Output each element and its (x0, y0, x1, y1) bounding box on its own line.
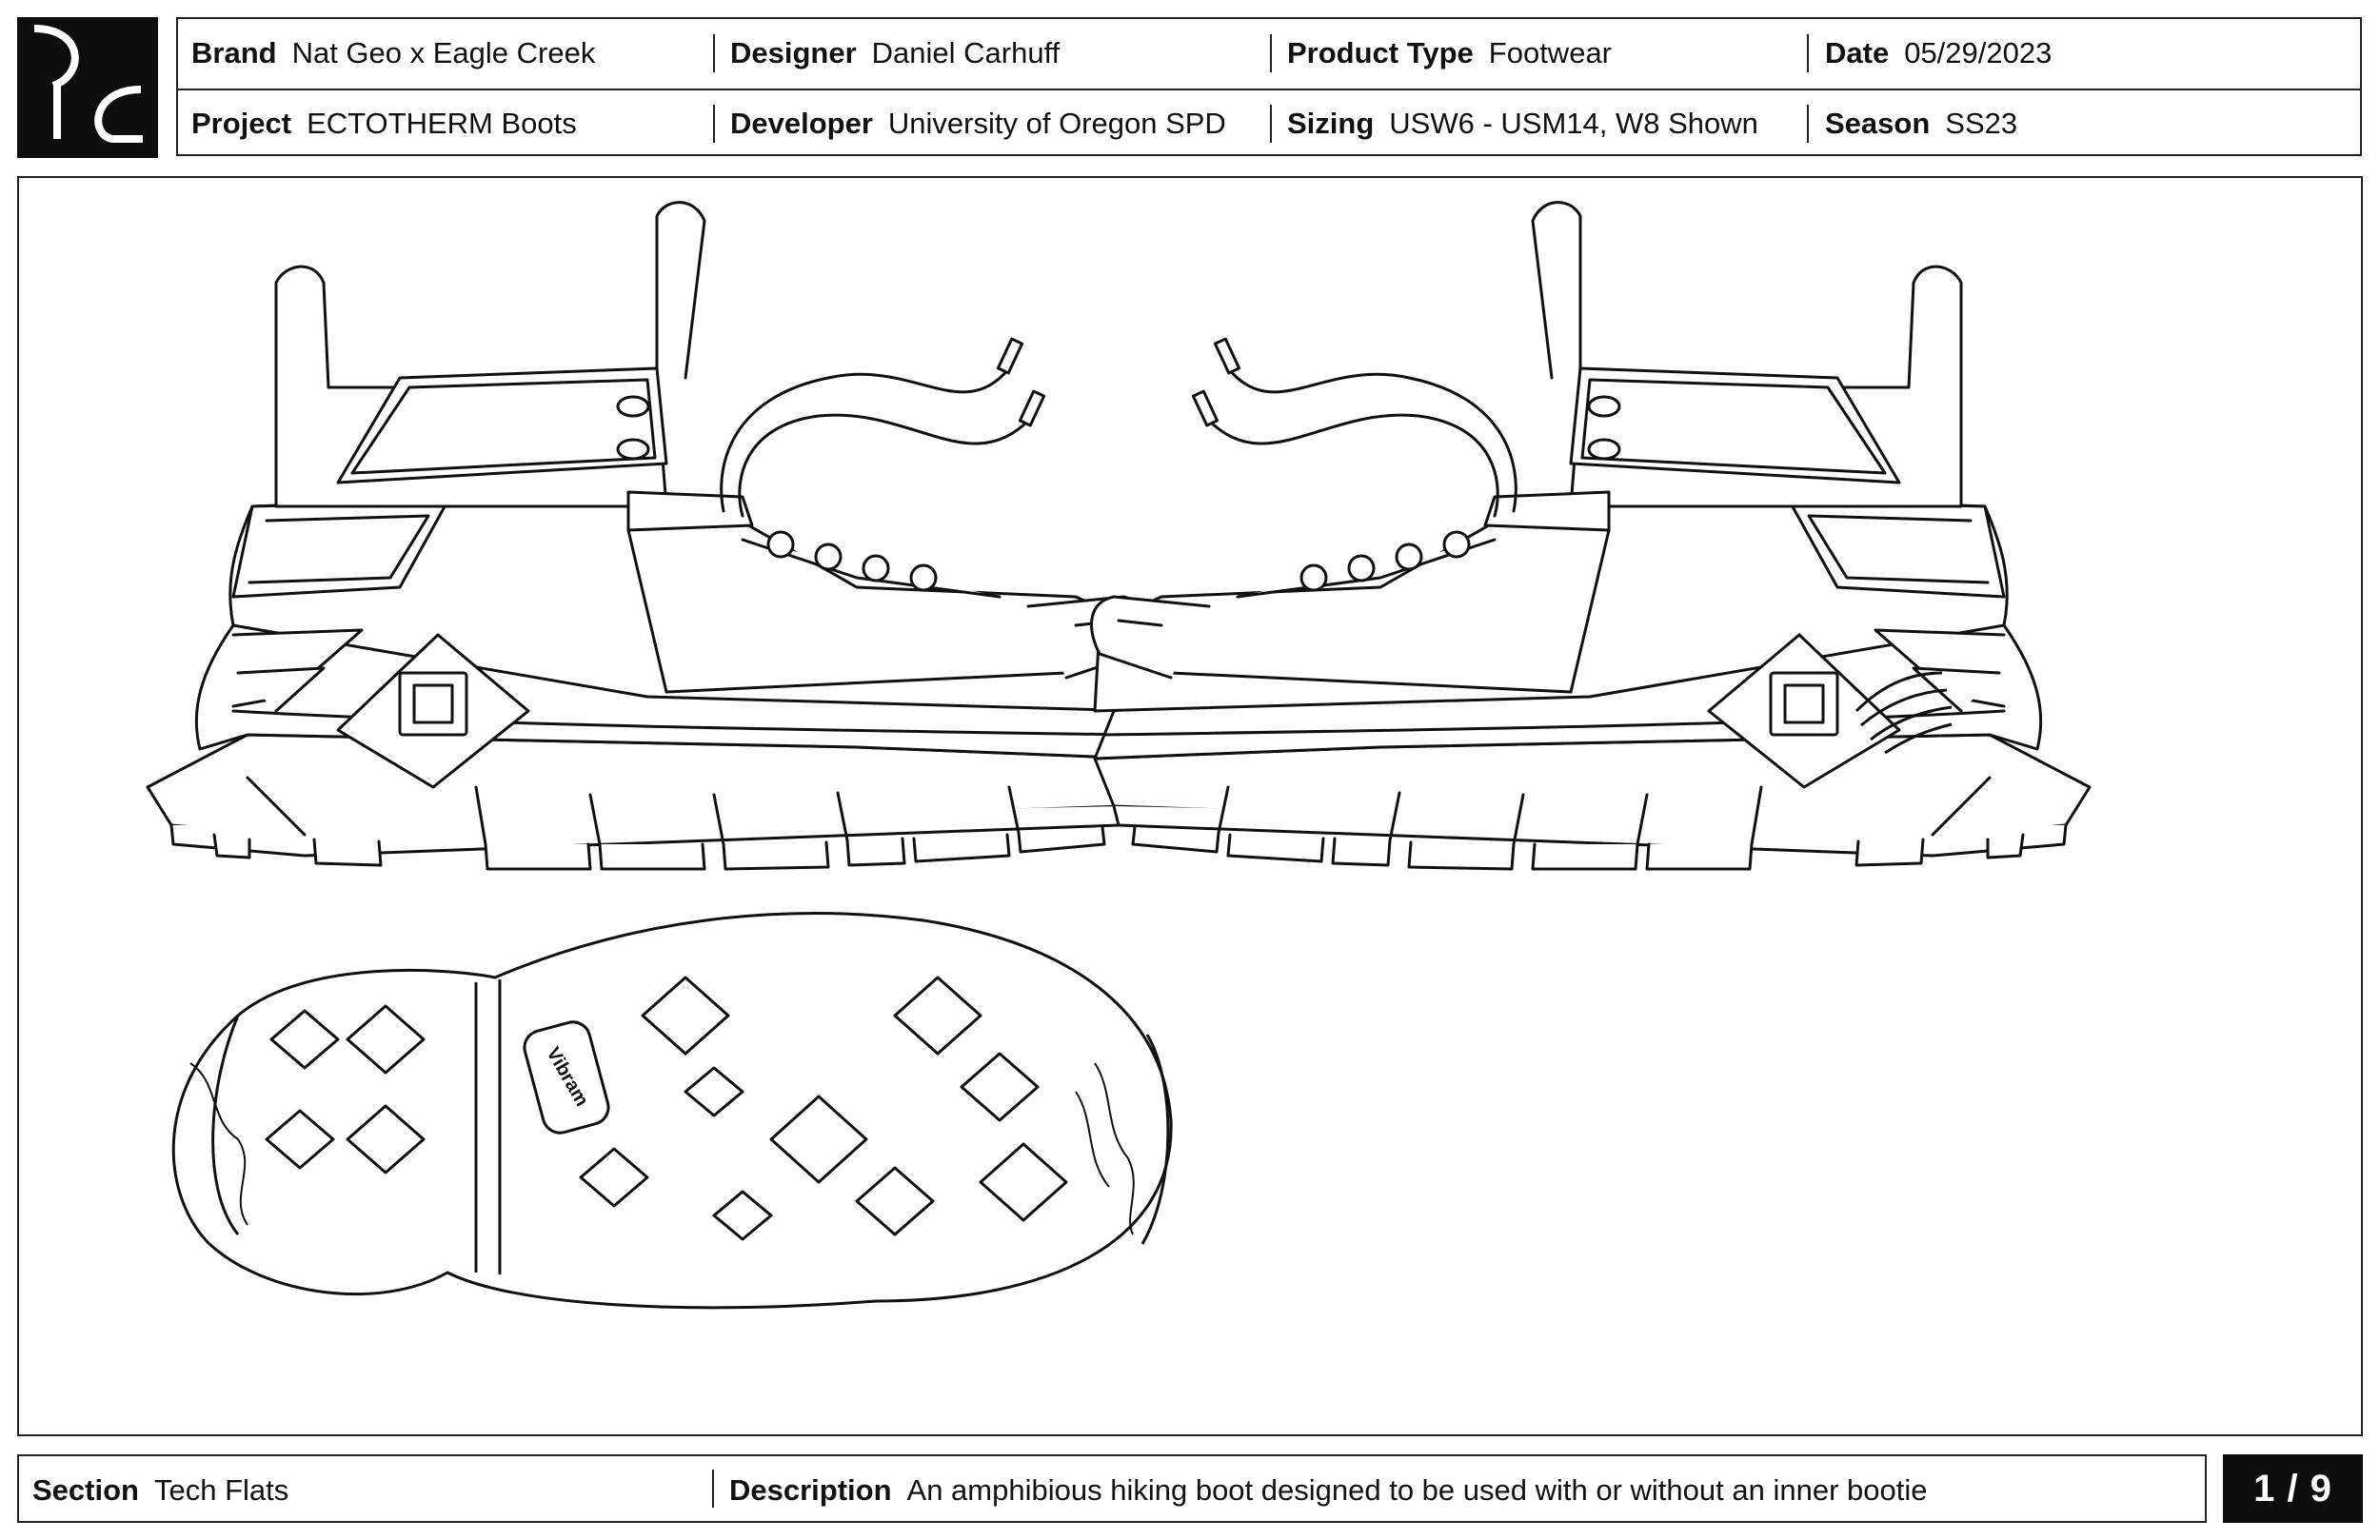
boot-medial-view (1090, 201, 2092, 871)
product-type-value: Footwear (1488, 36, 1613, 69)
section-label: Section (32, 1473, 139, 1507)
description-field: Description An amphibious hiking boot de… (729, 1456, 1927, 1525)
section-value: Tech Flats (153, 1473, 289, 1507)
description-value: An amphibious hiking boot designed to be… (906, 1473, 1928, 1507)
eagle-creek-emblem-icon (1854, 671, 1953, 755)
sizing-field: Sizing USW6 - USM14, W8 Shown (1287, 89, 1758, 158)
season-field: Season SS23 (1825, 89, 2017, 158)
date-value: 05/29/2023 (1904, 36, 2053, 69)
date-label: Date (1825, 36, 1890, 69)
header-separator (1270, 105, 1272, 143)
sizing-label: Sizing (1287, 107, 1375, 140)
date-field: Date 05/29/2023 (1825, 19, 2052, 88)
spec-header: Brand Nat Geo x Eagle Creek Designer Dan… (176, 17, 2362, 156)
season-label: Season (1825, 107, 1931, 140)
header-separator (1807, 105, 1809, 143)
header-separator (713, 34, 715, 72)
developer-field: Developer University of Oregon SPD (730, 89, 1226, 158)
brand-label: Brand (191, 36, 277, 69)
footer-separator (712, 1470, 714, 1508)
season-value: SS23 (1945, 107, 2018, 140)
header-separator (1807, 34, 1809, 72)
page-number: 1 / 9 (2223, 1454, 2363, 1523)
developer-value: University of Oregon SPD (887, 107, 1226, 140)
sizing-value: USW6 - USM14, W8 Shown (1389, 107, 1758, 140)
header-separator (1270, 34, 1272, 72)
product-type-field: Product Type Footwear (1287, 19, 1612, 88)
designer-field: Designer Daniel Carhuff (730, 19, 1060, 88)
header-divider (178, 89, 2360, 90)
tech-flats-drawing-area: Vibram (17, 176, 2363, 1436)
dc-monogram-icon (33, 25, 143, 143)
section-field: Section Tech Flats (32, 1456, 288, 1525)
boot-drawings: Vibram (146, 201, 2092, 1310)
project-value: ECTOTHERM Boots (307, 107, 577, 140)
designer-value: Daniel Carhuff (871, 36, 1061, 69)
project-field: Project ECTOTHERM Boots (191, 89, 577, 158)
product-type-label: Product Type (1287, 36, 1474, 69)
boot-lateral-view (146, 201, 1147, 871)
project-label: Project (191, 107, 292, 140)
developer-label: Developer (730, 107, 873, 140)
description-label: Description (729, 1473, 892, 1507)
spec-footer: Section Tech Flats Description An amphib… (17, 1454, 2207, 1523)
header-separator (713, 105, 715, 143)
brand-field: Brand Nat Geo x Eagle Creek (191, 19, 595, 88)
designer-label: Designer (730, 36, 857, 69)
brand-value: Nat Geo x Eagle Creek (291, 36, 596, 69)
dc-logo (17, 17, 158, 158)
outsole-bottom-view: Vibram (171, 912, 1173, 1310)
